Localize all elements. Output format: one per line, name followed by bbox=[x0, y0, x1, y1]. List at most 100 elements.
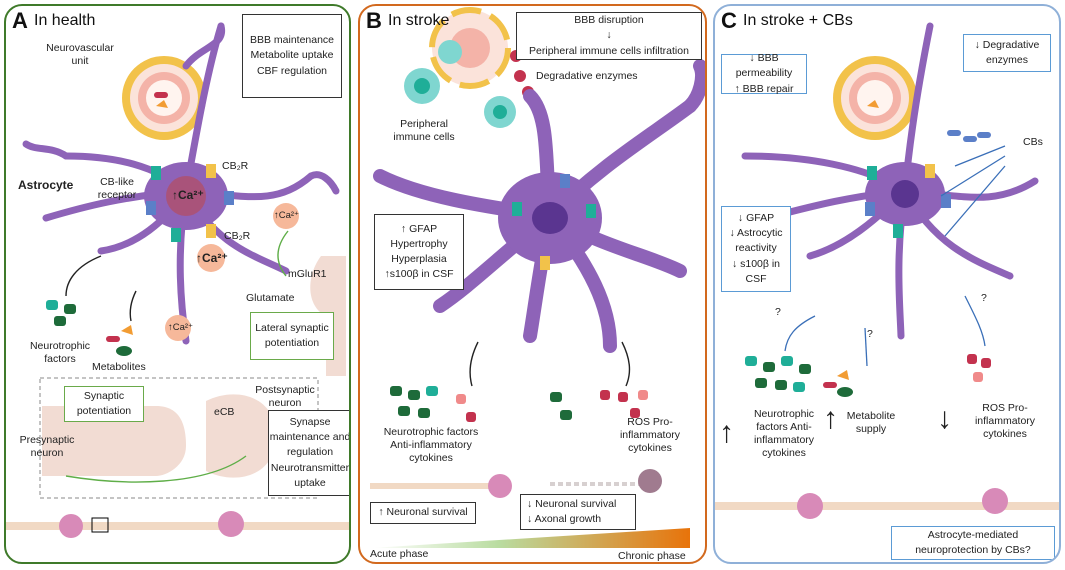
panel-stroke-cbs: C In stroke + CBs ↓ BBB permeability ↑ B… bbox=[713, 4, 1061, 564]
cb2r-label: CB₂R bbox=[222, 160, 249, 172]
question-mark: ? bbox=[981, 292, 987, 304]
lateral-potentiation-box: Lateral synaptic potentiation bbox=[250, 312, 334, 360]
nvu-label: Neurovascular unit bbox=[46, 42, 114, 68]
metabolite-shapes bbox=[823, 370, 853, 397]
ros-shapes bbox=[967, 354, 991, 382]
box-line: BBB disruption bbox=[574, 14, 644, 27]
phase-gradient-bar bbox=[372, 528, 690, 548]
neuronal-survival-down-box: ↓ Neuronal survival ↓ Axonal growth bbox=[520, 494, 636, 530]
cbs-label: CBs bbox=[1023, 136, 1043, 148]
reactivity-box: ↑ GFAP Hypertrophy Hyperplasia ↑s100β in… bbox=[374, 214, 464, 290]
box-line: Metabolite uptake bbox=[250, 49, 334, 62]
degradative-enzymes-box: ↓ Degradative enzymes bbox=[963, 34, 1051, 72]
panel-title: In health bbox=[34, 12, 96, 29]
panel-letter: A bbox=[12, 8, 28, 33]
decrease-arrow: ↓ bbox=[937, 402, 952, 435]
ecb-label: eCB bbox=[214, 406, 235, 418]
bbb-permeability-box: ↓ BBB permeability ↑ BBB repair bbox=[721, 52, 807, 95]
cb-like-receptor-label: CB-like receptor bbox=[97, 176, 137, 202]
box-line: Synapse maintenance and regulation bbox=[269, 415, 351, 459]
box-line: Hyperplasia bbox=[391, 253, 447, 265]
increase-arrow: ↑ bbox=[823, 402, 838, 435]
arrows bbox=[469, 341, 631, 387]
mglur1-label: mGluR1 bbox=[288, 268, 327, 280]
postsynaptic-terminal bbox=[206, 394, 276, 478]
zoom-marker bbox=[91, 517, 109, 533]
blood-vessel bbox=[122, 56, 206, 140]
metabolite-supply-label: Metabolite supply bbox=[846, 410, 896, 436]
damaged-neuron bbox=[638, 469, 662, 493]
metabolite-shapes bbox=[106, 325, 133, 356]
astrocyte-nucleus bbox=[166, 176, 206, 216]
green-arrows bbox=[65, 230, 289, 483]
healthy-neuron bbox=[488, 474, 512, 498]
box-line: neuroprotection by CBs? bbox=[915, 544, 1031, 556]
box-line: ↓ Neuronal survival bbox=[527, 497, 617, 510]
synapse-maintenance-box: Synapse maintenance and regulation Neuro… bbox=[268, 410, 351, 496]
box-line: Neurotransmitter uptake bbox=[270, 461, 350, 489]
question-mark: ? bbox=[867, 328, 873, 340]
neuron-soma bbox=[218, 511, 244, 537]
panel-b-illustration bbox=[370, 7, 705, 548]
cb-arrows bbox=[784, 145, 1006, 367]
ca-burst bbox=[273, 203, 299, 229]
ros-label: ROS Pro-inflammatory cytokines bbox=[619, 416, 681, 455]
ca-label: ↑Ca²⁺ bbox=[168, 322, 194, 333]
panel-stroke: B In stroke BBB disruption ↓ Peripheral … bbox=[358, 4, 707, 564]
box-line: ↓ bbox=[606, 29, 612, 42]
presynaptic-terminal bbox=[42, 406, 186, 476]
ros-label: ROS Pro-inflammatory cytokines bbox=[974, 402, 1036, 441]
neurotrophic-factor-shapes bbox=[390, 386, 476, 422]
degradative-enzymes-label: Degradative enzymes bbox=[536, 70, 638, 82]
box-line: ↓ s100β in CSF bbox=[731, 257, 781, 285]
box-line: ↓ GFAP bbox=[737, 211, 775, 224]
health-functions-box: BBB maintenance Metabolite uptake CBF re… bbox=[242, 14, 342, 98]
panel-letter: B bbox=[366, 8, 382, 33]
neuron-soma bbox=[982, 488, 1008, 514]
neurotrophic-factor-shapes bbox=[46, 300, 76, 326]
ca-burst bbox=[197, 244, 225, 272]
metabolites-label: Metabolites bbox=[92, 361, 146, 373]
box-line: ↑ GFAP bbox=[400, 222, 438, 235]
box-line: ↓ Degradative bbox=[974, 38, 1040, 51]
astrocyte-label: Astrocyte bbox=[18, 178, 74, 192]
panel-letter: C bbox=[721, 8, 737, 33]
panel-health: A In health BBB maintenance Metabolite u… bbox=[4, 4, 351, 564]
acute-phase-label: Acute phase bbox=[370, 548, 429, 560]
box-line: ↓ Axonal growth bbox=[527, 513, 602, 525]
box-line: Hypertrophy bbox=[390, 237, 448, 250]
box-line: BBB maintenance bbox=[249, 34, 335, 47]
blood-vessel bbox=[833, 56, 917, 140]
ca-label: ↑Ca²⁺ bbox=[172, 188, 204, 202]
box-line: CBF regulation bbox=[256, 64, 328, 77]
arrows bbox=[65, 255, 137, 322]
box-line: ↑ BBB repair bbox=[734, 82, 794, 95]
cb2r-label: CB₂R bbox=[224, 230, 251, 242]
box-line: ↓ Astrocytic reactivity bbox=[729, 227, 783, 255]
receptors bbox=[146, 164, 234, 242]
panel-title: In stroke + CBs bbox=[743, 12, 853, 29]
box-line: ↓ BBB permeability bbox=[735, 52, 793, 80]
receptors bbox=[865, 164, 951, 238]
question-mark: ? bbox=[775, 306, 781, 318]
astrocyte-nucleus bbox=[891, 180, 919, 208]
bbb-disruption-box: BBB disruption ↓ Peripheral immune cells… bbox=[516, 12, 702, 60]
gfap-box: ↓ GFAP ↓ Astrocytic reactivity ↓ s100β i… bbox=[721, 206, 791, 292]
panel-c-illustration bbox=[715, 22, 1059, 519]
box-line: Astrocyte-mediated bbox=[927, 528, 1019, 541]
box-line: ↑s100β in CSF bbox=[384, 268, 454, 281]
box-line: Peripheral immune cells infiltration bbox=[529, 44, 689, 57]
immune-cells bbox=[404, 40, 516, 128]
neurotrophic-label: Neurotrophic factors bbox=[29, 340, 91, 366]
neurotrophic-factor-shapes bbox=[745, 356, 811, 392]
receptors bbox=[512, 174, 596, 270]
neuroprotection-question-box: Astrocyte-mediated neuroprotection by CB… bbox=[891, 526, 1055, 560]
cb-molecules bbox=[947, 130, 991, 142]
synaptic-potentiation-box: Synaptic potentiation bbox=[64, 386, 144, 422]
box-line: enzymes bbox=[985, 54, 1028, 66]
ros-shapes bbox=[550, 390, 648, 420]
chronic-phase-label: Chronic phase bbox=[618, 550, 686, 562]
ca-label: ↑Ca²⁺ bbox=[196, 251, 228, 265]
neurotrophic-label: Neurotrophic factors Anti-inflammatory c… bbox=[383, 426, 479, 465]
panel-title: In stroke bbox=[388, 12, 450, 29]
